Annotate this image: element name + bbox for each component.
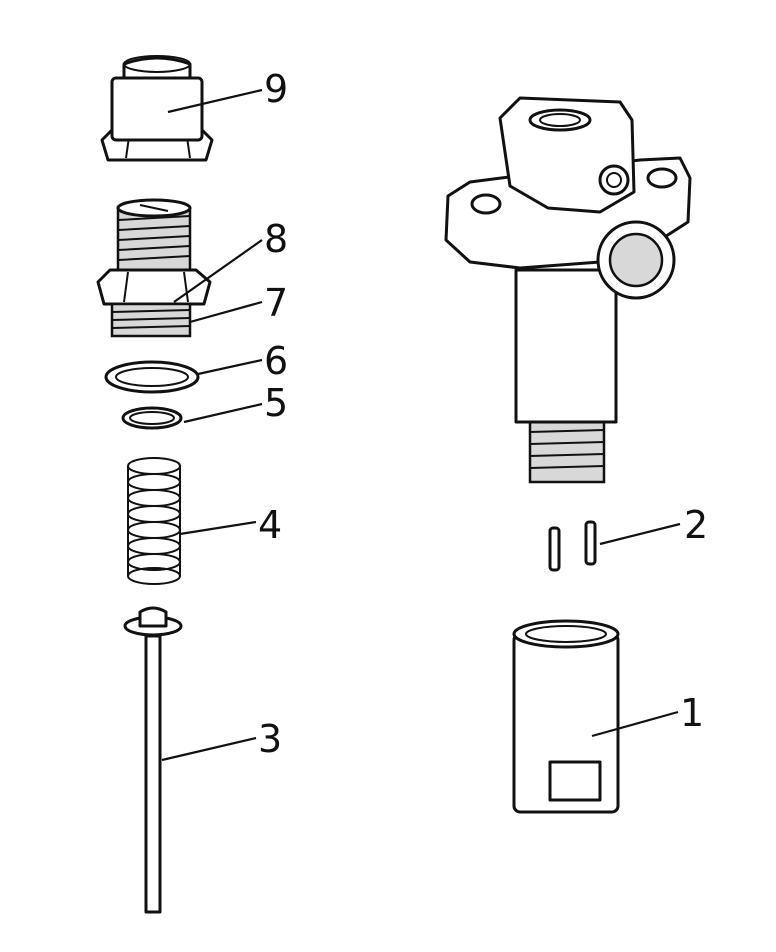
leader-4 xyxy=(179,520,257,536)
part-3-valve-stem xyxy=(123,606,183,914)
leader-1 xyxy=(591,710,679,738)
callout-9: 9 xyxy=(264,67,288,111)
part-4-spring xyxy=(127,457,181,585)
callout-3: 3 xyxy=(258,717,282,761)
part-6-washer xyxy=(104,360,200,394)
callout-7: 7 xyxy=(264,281,288,325)
pump-body xyxy=(444,96,692,484)
callout-labels: 9 8 7 6 5 4 3 2 1 xyxy=(258,67,708,761)
callout-5: 5 xyxy=(264,381,288,425)
callout-4: 4 xyxy=(258,503,282,547)
leader-8 xyxy=(173,239,263,303)
part-2-pins xyxy=(548,520,597,572)
leader-7 xyxy=(189,300,263,324)
part-1-sleeve xyxy=(512,619,620,814)
part-5-o-ring xyxy=(121,406,183,430)
callout-2: 2 xyxy=(684,503,708,547)
leader-5 xyxy=(183,402,263,424)
leader-lines xyxy=(161,88,681,762)
callout-8: 8 xyxy=(264,217,288,261)
leader-2 xyxy=(599,522,681,546)
part-9-cap-nut xyxy=(100,55,214,162)
leader-3 xyxy=(161,736,257,762)
part-7-thread-section xyxy=(110,302,192,338)
leader-9 xyxy=(167,88,263,114)
leader-6 xyxy=(197,358,263,376)
callout-1: 1 xyxy=(680,691,704,735)
callout-6: 6 xyxy=(264,339,288,383)
